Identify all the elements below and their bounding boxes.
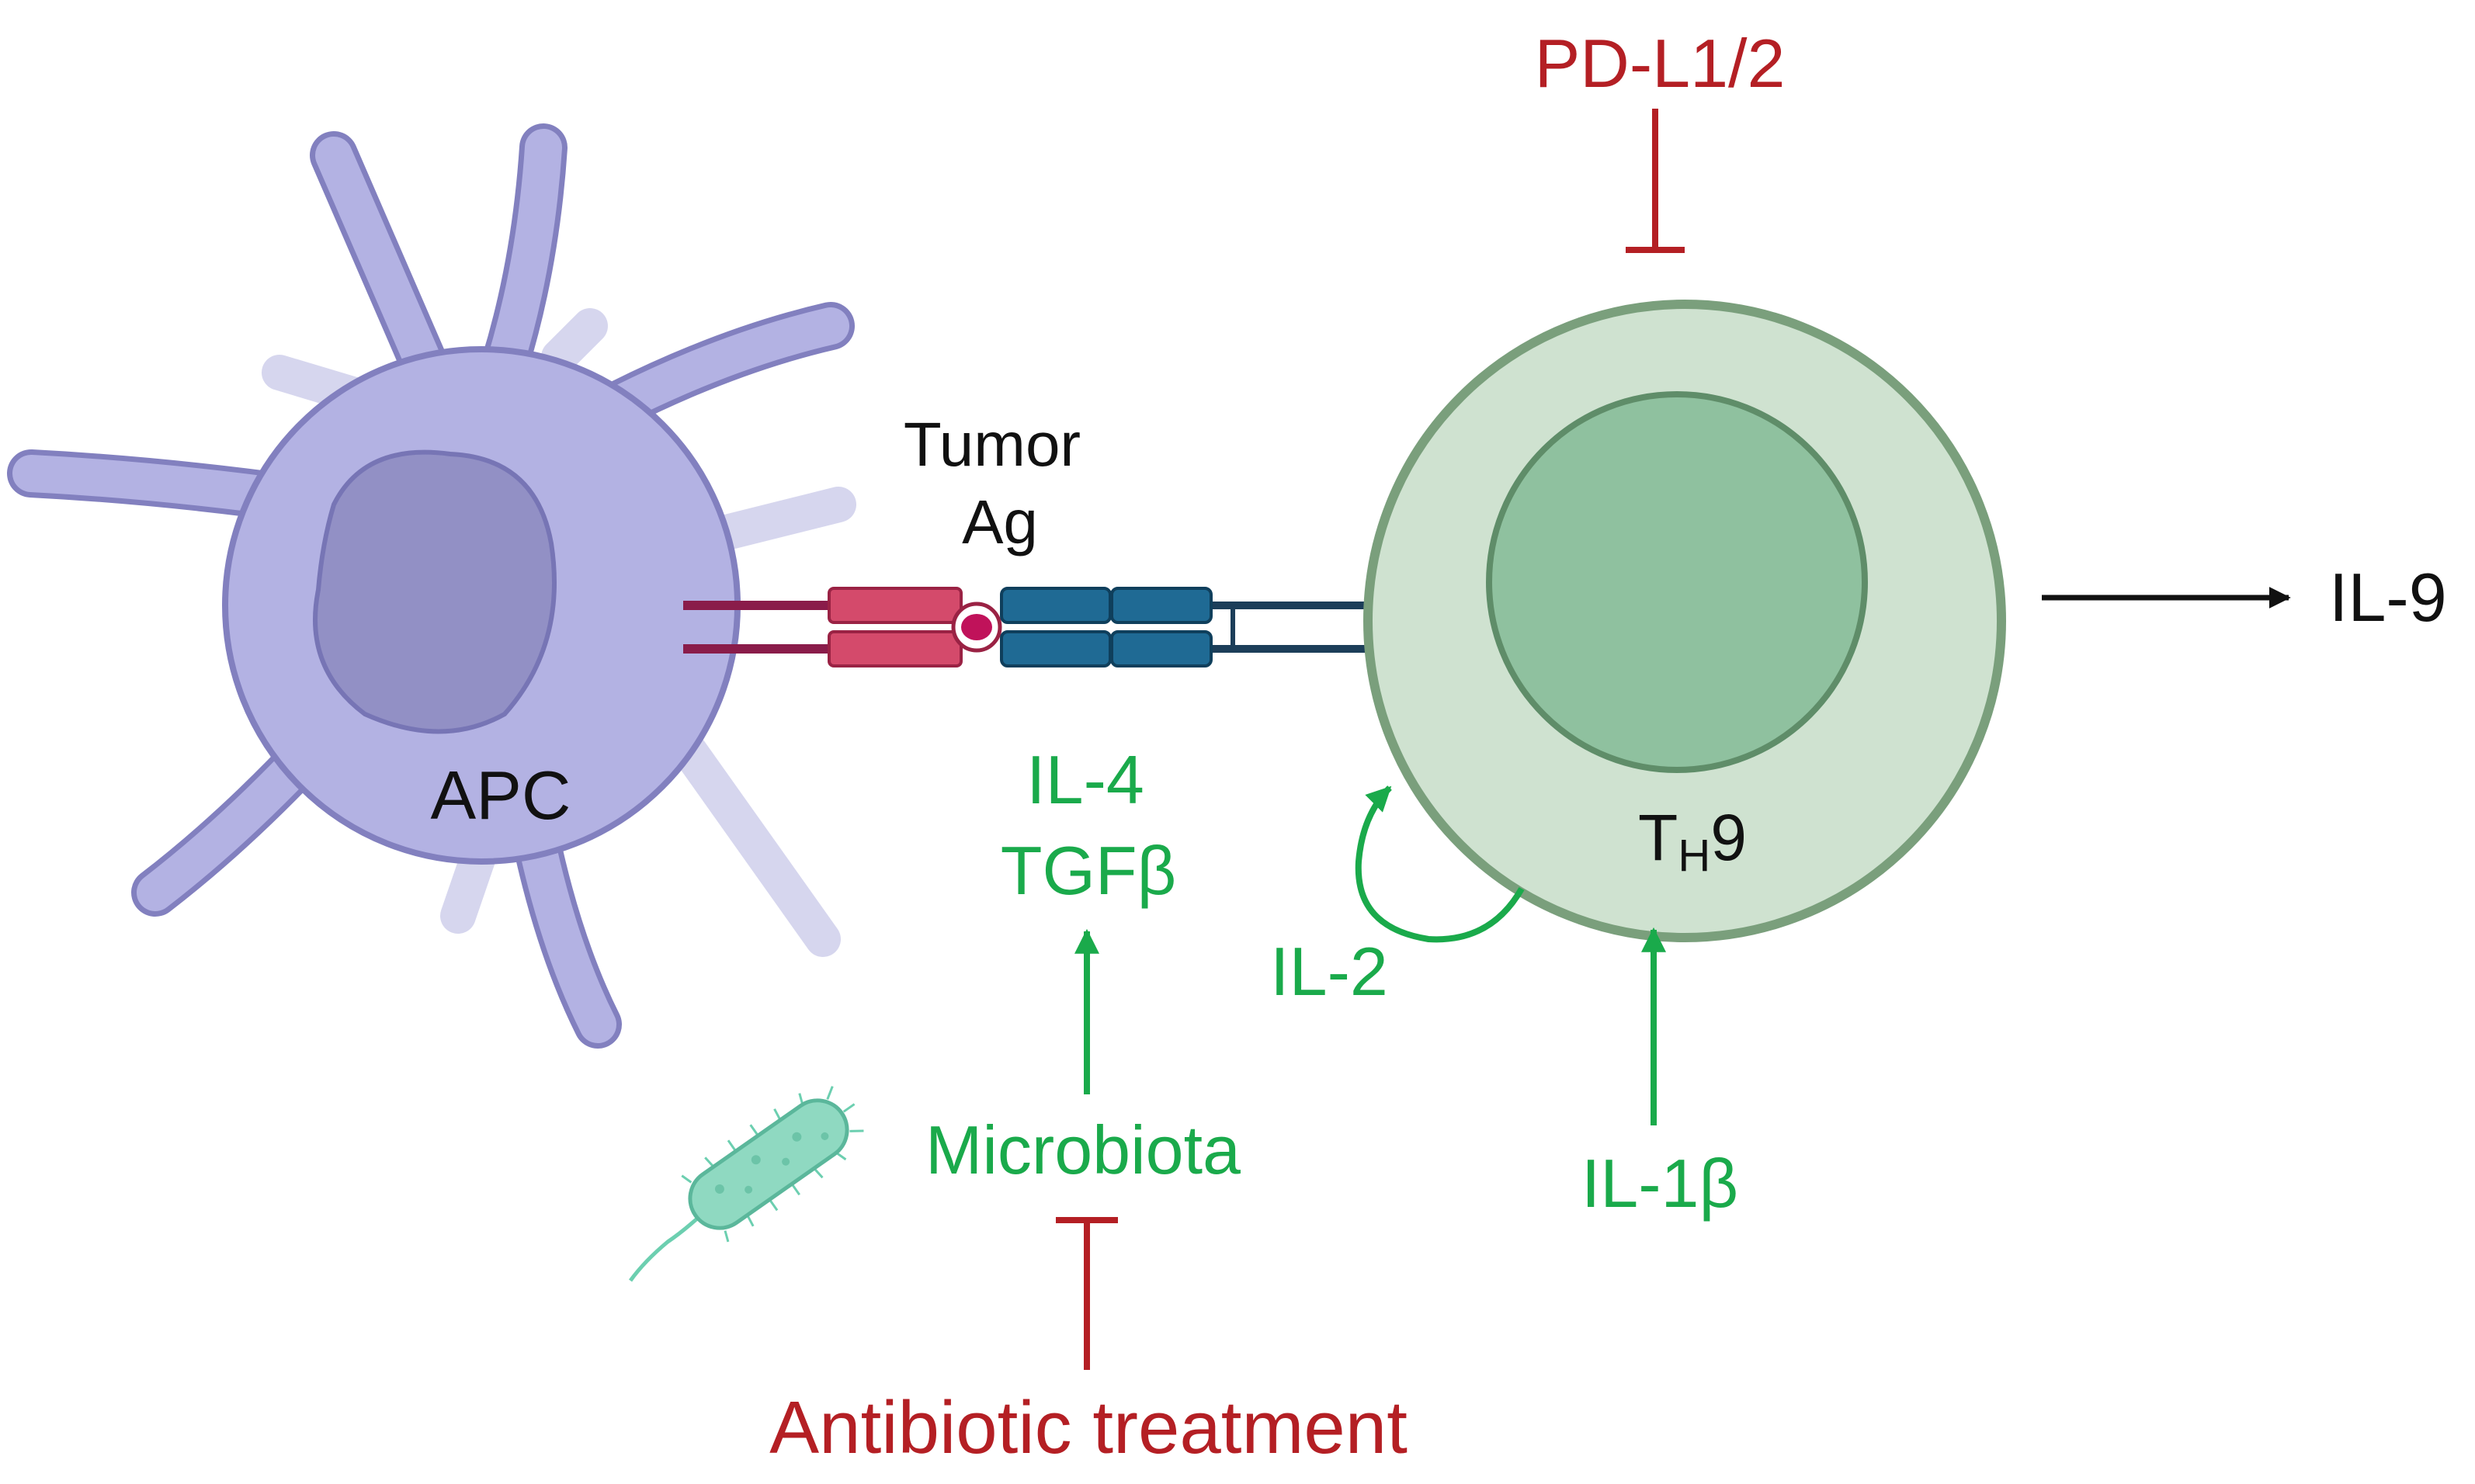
th9-cell-icon [1363,300,2006,942]
th9-label-subscript: H [1678,830,1710,881]
tumor-ag-label-line1: Tumor [904,410,1081,479]
il2-label: IL-2 [1270,933,1388,1010]
tgfb-label: TGFβ [1001,832,1177,909]
il4-label: IL-4 [1026,741,1144,818]
th9-label-number: 9 [1710,801,1747,874]
antibiotic-inhibition-line [1056,1217,1118,1370]
apc-label: APC [431,757,571,834]
pdl-label: PD-L1/2 [1535,25,1786,102]
th9-label-main: T [1638,801,1678,874]
il9-label: IL-9 [2329,559,2447,636]
mhc-tcr-complex-icon [683,587,1391,667]
tumor-ag-label-line2: Ag [962,487,1038,556]
microbiota-label: Microbiota [925,1111,1241,1188]
bacterium-icon [628,1086,864,1282]
antibiotic-label: Antibiotic treatment [769,1386,1408,1469]
apc-cell-icon [7,123,856,1049]
pdl-inhibition-line [1626,109,1685,253]
il1b-label: IL-1β [1581,1145,1738,1222]
th9-label: TH9 [1638,801,1747,881]
il2-loop-arrow [1355,785,1525,943]
